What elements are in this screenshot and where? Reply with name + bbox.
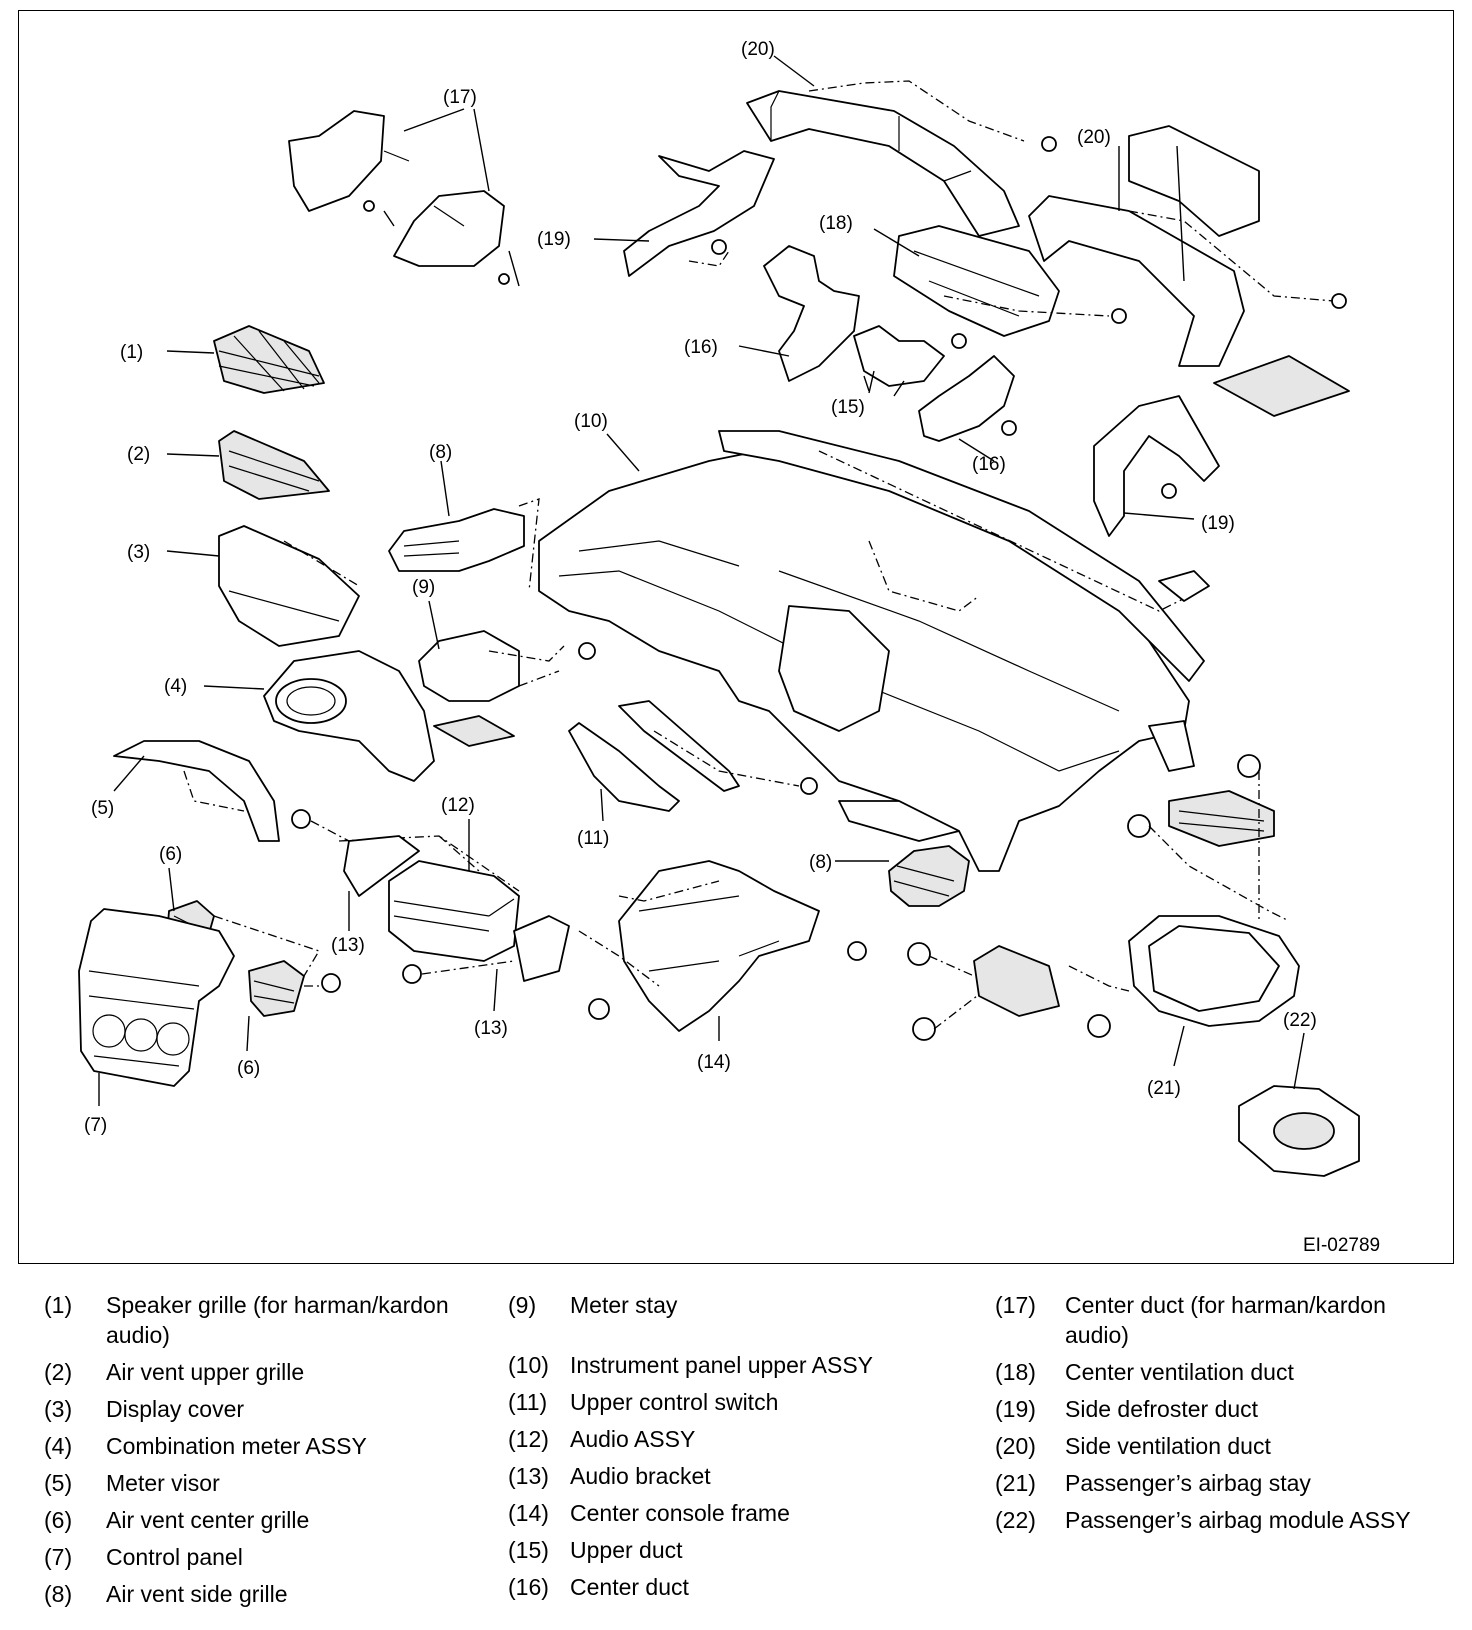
callout-8: (8): [429, 442, 452, 463]
center-duct: [763, 245, 1017, 442]
center-duct-harman: [288, 110, 520, 287]
callout-10: (10): [574, 411, 608, 432]
legend-row: (20)Side ventilation duct: [995, 1433, 1271, 1459]
legend-row: (13)Audio bracket: [508, 1463, 711, 1489]
callout-6: (6): [159, 844, 182, 865]
legend-row: (22)Passenger’s airbag module ASSY: [995, 1507, 1411, 1533]
center-console-frame: [578, 860, 867, 1032]
callout-17: (17): [443, 87, 477, 108]
meter-visor: [113, 740, 280, 842]
legend-row: (8)Air vent side grille: [44, 1581, 288, 1607]
callout-6: (6): [237, 1058, 260, 1079]
callout-16: (16): [972, 454, 1006, 475]
callout-19: (19): [537, 229, 571, 250]
callout-8: (8): [809, 852, 832, 873]
exploded-parts-diagram: (20) (17) (20) (19) (18) (16) (15) (16) …: [18, 10, 1454, 1264]
callout-13: (13): [331, 935, 365, 956]
callout-18: (18): [819, 213, 853, 234]
air-vent-upper-grille: [218, 430, 330, 500]
control-panel: [78, 908, 235, 1087]
callout-14: (14): [697, 1052, 731, 1073]
callout-20: (20): [741, 39, 775, 60]
parts-legend: (1)Speaker grille (for harman/kardon aud…: [0, 1290, 1472, 1620]
legend-column-1: (1)Speaker grille (for harman/kardon aud…: [44, 1290, 484, 1616]
meter-stay: [418, 630, 596, 747]
side-ventilation-duct-left: [746, 80, 1057, 237]
legend-row: (1)Speaker grille (for harman/kardon aud…: [44, 1292, 449, 1348]
callout-13: (13): [474, 1018, 508, 1039]
callout-7: (7): [84, 1115, 107, 1136]
audio-bracket-left: [291, 809, 420, 897]
callout-19: (19): [1201, 513, 1235, 534]
legend-row: (12)Audio ASSY: [508, 1426, 696, 1452]
combination-meter: [263, 650, 435, 782]
legend-row: (3)Display cover: [44, 1396, 245, 1422]
callout-15: (15): [831, 397, 865, 418]
callout-3: (3): [127, 542, 150, 563]
legend-row: (19)Side defroster duct: [995, 1396, 1259, 1422]
display-cover: [218, 525, 360, 647]
legend-row: (6)Air vent center grille: [44, 1507, 310, 1533]
callout-1: (1): [120, 342, 143, 363]
passenger-airbag-stay: [907, 754, 1300, 1041]
audio-bracket-right: [402, 915, 570, 984]
side-defroster-duct-left: [623, 150, 775, 277]
diagram-drawing: (20) (17) (20) (19) (18) (16) (15) (16) …: [78, 39, 1380, 1256]
legend-row: (11)Upper control switch: [508, 1389, 779, 1415]
callout-12: (12): [441, 795, 475, 816]
callout-20: (20): [1077, 127, 1111, 148]
legend-row: (4)Combination meter ASSY: [44, 1433, 367, 1459]
legend-row: (14)Center console frame: [508, 1500, 790, 1526]
callout-11: (11): [577, 828, 609, 849]
passenger-airbag-module: [1238, 1085, 1360, 1177]
callout-labels: (20) (17) (20) (19) (18) (16) (15) (16) …: [84, 39, 1380, 1256]
air-vent-center-grille-lower: [213, 915, 341, 1017]
side-ventilation-duct-right: [1028, 125, 1350, 417]
legend-row: (18)Center ventilation duct: [995, 1359, 1294, 1385]
air-vent-side-grille-right: [888, 845, 970, 907]
legend-row: (15)Upper duct: [508, 1537, 683, 1563]
upper-control-switch: [568, 700, 818, 812]
legend-row: (7)Control panel: [44, 1544, 243, 1570]
callout-22: (22): [1283, 1010, 1317, 1031]
legend-row: (21)Passenger’s airbag stay: [995, 1470, 1311, 1496]
legend-row: (17)Center duct (for harman/kardon audio…: [995, 1292, 1386, 1348]
callout-16: (16): [684, 337, 718, 358]
legend-column-2: (9)Meter stay (10)Instrument panel upper…: [508, 1290, 948, 1609]
legend-row: (16)Center duct: [508, 1574, 689, 1600]
side-defroster-duct-right: [1093, 395, 1220, 537]
callout-9: (9): [412, 577, 435, 598]
callout-5: (5): [91, 798, 114, 819]
legend-row: (10)Instrument panel upper ASSY: [508, 1352, 874, 1378]
legend-column-3: (17)Center duct (for harman/kardon audio…: [995, 1290, 1455, 1542]
callout-21: (21): [1147, 1078, 1181, 1099]
legend-row: (2)Air vent upper grille: [44, 1359, 305, 1385]
callout-4: (4): [164, 676, 187, 697]
leader-lines: [98, 55, 1305, 1106]
instrument-panel-upper: [538, 430, 1210, 872]
air-vent-side-grille-left: [388, 498, 540, 592]
center-ventilation-duct: [893, 225, 1127, 337]
figure-id: EI-02789: [1303, 1235, 1380, 1256]
audio-assy: [338, 835, 520, 962]
callout-2: (2): [127, 444, 150, 465]
legend-row: (5)Meter visor: [44, 1470, 220, 1496]
legend-row: (9)Meter stay: [508, 1292, 678, 1318]
speaker-grille: [213, 325, 325, 394]
